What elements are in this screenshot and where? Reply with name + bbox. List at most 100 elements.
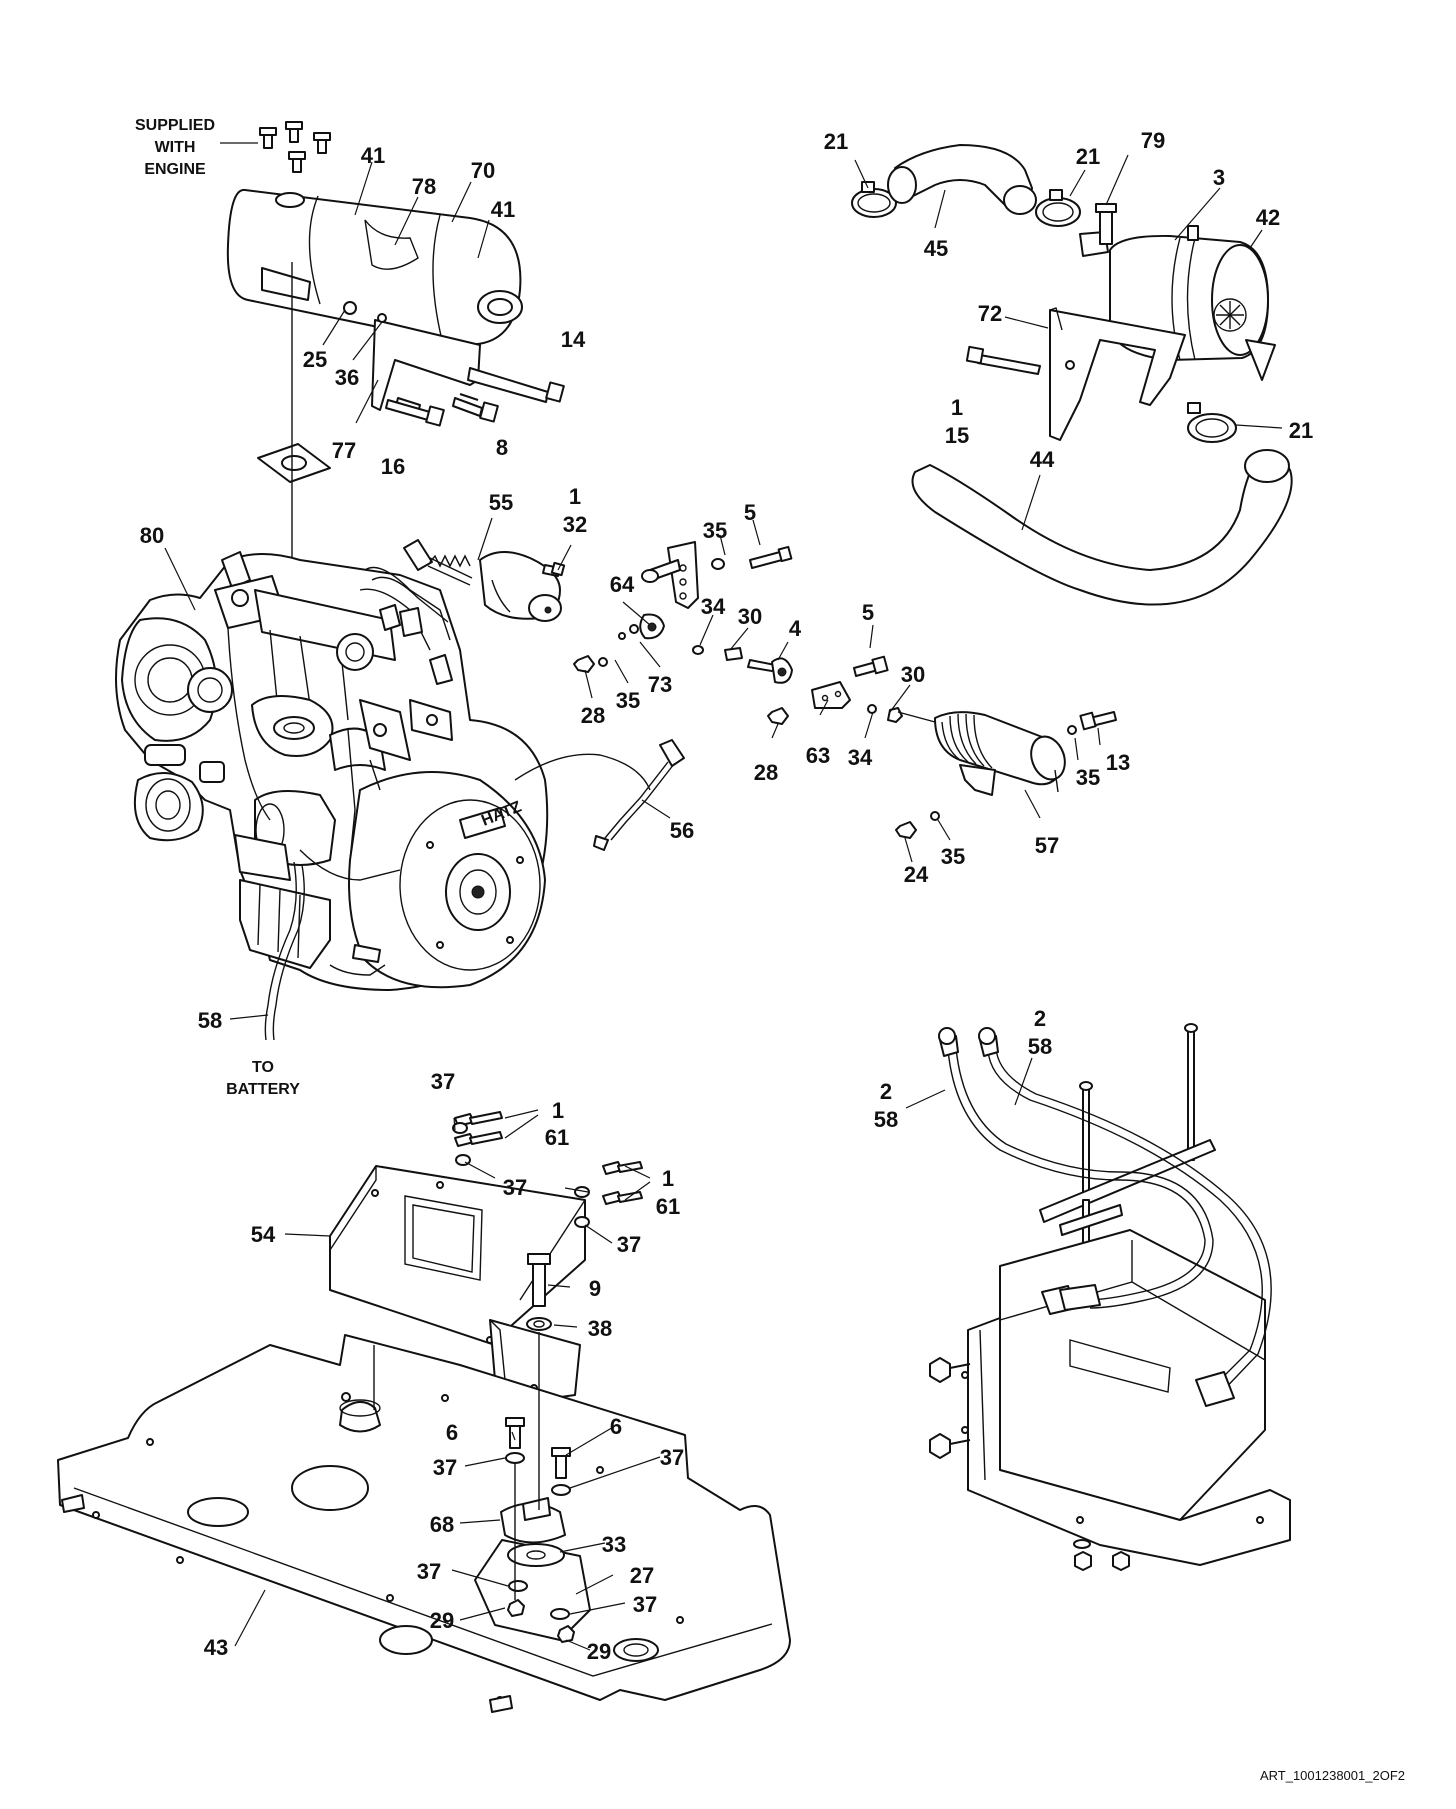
battery-tray — [967, 1317, 1291, 1566]
callout: 61 — [545, 1125, 569, 1150]
to-battery-note-line2: BATTERY — [226, 1081, 300, 1098]
linkage-clamp — [811, 681, 851, 709]
callouts-muffler: 41 78 70 41 25 36 14 77 16 8 — [303, 143, 586, 479]
battery-cable-black — [987, 1049, 1263, 1391]
callout: 28 — [581, 703, 605, 728]
callout: 4 — [789, 616, 802, 641]
callout: 27 — [630, 1563, 654, 1588]
battery-cable — [264, 861, 297, 1041]
callout: 25 — [303, 347, 327, 372]
callout: 34 — [701, 594, 726, 619]
stop-solenoid — [403, 517, 572, 622]
oil-filter — [133, 772, 204, 842]
supplied-note-line1: SUPPLIED — [135, 117, 215, 134]
callout: 24 — [904, 862, 929, 887]
callout: 35 — [703, 518, 727, 543]
callout: 37 — [417, 1559, 441, 1584]
callout: 3 — [1213, 165, 1225, 190]
callout: 33 — [602, 1532, 626, 1557]
callout: 35 — [941, 844, 965, 869]
callout: 44 — [1030, 447, 1055, 472]
callout: 58 — [198, 1008, 222, 1033]
supplied-bolts — [220, 121, 331, 173]
callout: 30 — [901, 662, 925, 687]
callout: 42 — [1256, 205, 1280, 230]
callout: 55 — [489, 490, 513, 515]
intake-lower-hose — [911, 457, 1293, 606]
callout: 61 — [656, 1194, 680, 1219]
callouts-battery: 2 58 2 58 — [874, 1006, 1052, 1132]
callout: 15 — [945, 423, 969, 448]
throttle-linkage — [573, 519, 1117, 863]
callout: 32 — [563, 512, 587, 537]
callout: 13 — [1106, 750, 1130, 775]
callout: 29 — [430, 1608, 454, 1633]
callouts-engine: 80 55 1 32 58 — [140, 484, 587, 1033]
callout: 1 — [951, 395, 963, 420]
callout: 37 — [433, 1455, 457, 1480]
callout: 77 — [332, 438, 356, 463]
callout: 1 — [662, 1166, 674, 1191]
callout: 56 — [670, 818, 694, 843]
callout: 2 — [880, 1079, 892, 1104]
callout: 38 — [588, 1316, 612, 1341]
callouts-air-filter: 21 21 79 3 42 45 72 1 15 21 44 — [824, 128, 1313, 472]
callout: 70 — [471, 158, 495, 183]
callout: 30 — [738, 604, 762, 629]
callout: 41 — [361, 143, 385, 168]
callout: 68 — [430, 1512, 454, 1537]
callout: 5 — [744, 500, 756, 525]
supplied-note-line3: ENGINE — [144, 161, 206, 178]
callout: 79 — [1141, 128, 1165, 153]
callout: 80 — [140, 523, 164, 548]
callout: 5 — [862, 600, 874, 625]
callout: 9 — [589, 1276, 601, 1301]
callout: 63 — [806, 743, 830, 768]
callout: 36 — [335, 365, 359, 390]
callout: 21 — [1289, 418, 1313, 443]
battery-assembly — [905, 1023, 1291, 1571]
callout: 2 — [1034, 1006, 1046, 1031]
callout: 28 — [754, 760, 778, 785]
callout: 64 — [610, 572, 635, 597]
engine: HATZ — [115, 547, 651, 1041]
battery-rod-long — [1187, 1029, 1195, 1161]
callout: 45 — [924, 236, 948, 261]
muffler-assembly — [220, 121, 565, 740]
callouts-throttle: 35 5 64 34 30 4 5 28 35 73 28 63 34 30 3… — [581, 500, 1130, 887]
callout: 37 — [633, 1592, 657, 1617]
callout: 37 — [431, 1069, 455, 1094]
callout: 72 — [978, 301, 1002, 326]
sensor-harness — [659, 739, 685, 767]
callout: 21 — [1076, 144, 1100, 169]
callout: 35 — [1076, 765, 1100, 790]
callout: 54 — [251, 1222, 276, 1247]
callout: 58 — [874, 1107, 898, 1132]
callout: 14 — [561, 327, 586, 352]
air-filter-assembly — [851, 144, 1293, 606]
throttle-lever — [667, 541, 699, 609]
callout: 6 — [610, 1414, 622, 1439]
base-plate — [57, 1334, 791, 1701]
art-code: ART_1001238001_2OF2 — [1260, 1768, 1405, 1783]
callout: 78 — [412, 174, 436, 199]
callout: 35 — [616, 688, 640, 713]
callout: 1 — [569, 484, 581, 509]
callout: 1 — [552, 1098, 564, 1123]
callout: 43 — [204, 1635, 228, 1660]
callout: 21 — [824, 129, 848, 154]
mount-bracket — [329, 1165, 586, 1351]
to-battery-note-line1: TO — [252, 1059, 274, 1076]
supplied-note-line2: WITH — [155, 139, 196, 156]
callout: 37 — [503, 1175, 527, 1200]
callout: 34 — [848, 745, 873, 770]
sensor-cable-loop — [514, 753, 651, 791]
hold-down-bar — [1039, 1139, 1216, 1223]
battery-cable-red — [947, 1049, 1206, 1301]
engine-mount-plate — [57, 1109, 791, 1713]
filter-bracket — [1049, 309, 1186, 441]
callout: 57 — [1035, 833, 1059, 858]
callout: 8 — [496, 435, 508, 460]
callout: 37 — [660, 1445, 684, 1470]
